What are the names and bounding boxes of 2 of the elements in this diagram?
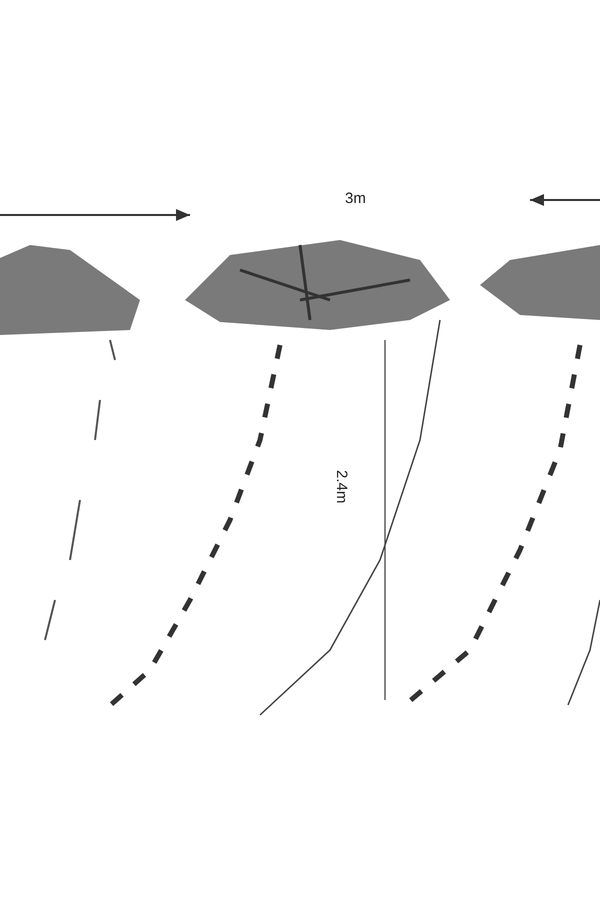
- dimension-label: 3m: [345, 190, 366, 207]
- dimension-label: 2.4m: [333, 470, 350, 504]
